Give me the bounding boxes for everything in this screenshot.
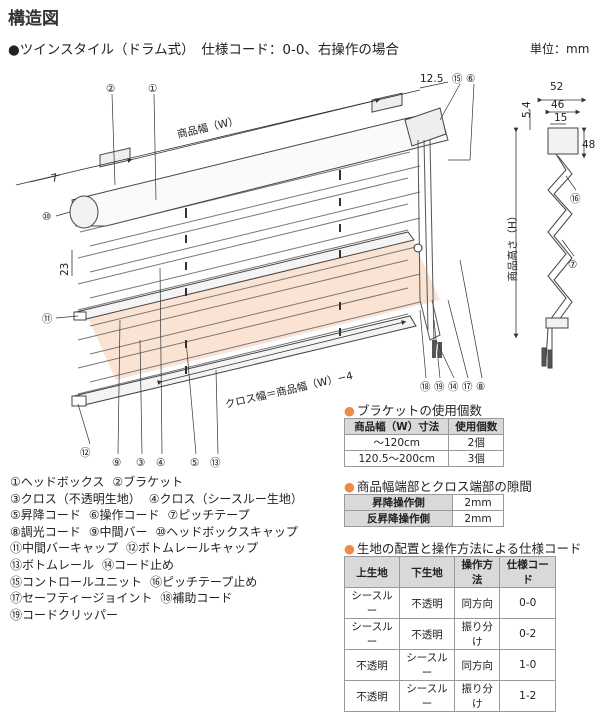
legend-item: ②ブラケット — [112, 475, 184, 489]
table-header: 下生地 — [399, 556, 455, 588]
legend-item: ⑯ピッチテープ止め — [150, 574, 258, 589]
side-section — [541, 127, 579, 369]
legend-item: ⑤昇降コード — [10, 508, 81, 523]
structure-diagram: 7 12.5 23 商品幅（W） クロス幅＝商品幅（W）−4 52 46 15 … — [15, 73, 595, 469]
table-header: 使用個数 — [448, 418, 504, 435]
dim-12-5: 12.5 — [420, 73, 443, 85]
callout-3: ③ — [136, 457, 145, 469]
legend-item: ⑬ボトムレール — [10, 557, 95, 572]
legend-item: ⑪中間バーキャップ — [10, 541, 119, 556]
callout-4: ④ — [156, 457, 165, 469]
callout-19: ⑲ — [434, 381, 445, 393]
legend-item: ⑭コード止め — [102, 557, 175, 572]
legend-item: ①ヘッドボックス — [10, 475, 105, 489]
dim-46: 46 — [551, 99, 565, 111]
callout-6: ⑥ — [466, 73, 475, 85]
callout-18: ⑱ — [420, 381, 431, 393]
dim-15: 15 — [554, 112, 567, 124]
gap-table-title: ●商品幅端部とクロス端部の隙間 — [344, 479, 532, 494]
callout-8: ⑧ — [476, 381, 485, 393]
legend-item: ⑫ボトムレールキャップ — [126, 541, 259, 556]
callout-2: ② — [106, 83, 115, 95]
legend-item: ⑦ピッチテープ — [167, 508, 250, 523]
callout-13: ⑬ — [210, 457, 221, 469]
product-height-label: 商品高さ（H） — [506, 211, 519, 282]
callout-14: ⑭ — [448, 381, 459, 393]
cross-width-label: クロス幅＝商品幅（W）−4 — [224, 369, 355, 411]
dim-23: 23 — [59, 263, 71, 276]
subtitle: ●ツインスタイル（ドラム式） 仕様コード：0-0、右操作の場合 — [8, 42, 399, 58]
legend-item: ⑮コントロールユニット — [10, 574, 143, 589]
legend-item: ④クロス（シースルー生地） — [148, 491, 303, 506]
product-width-label: 商品幅（W） — [176, 114, 240, 141]
page-title: 構造図 — [8, 9, 59, 29]
spec-table-title: ●生地の配置と操作方法による仕様コード — [344, 541, 582, 556]
callout-12: ⑫ — [80, 447, 91, 459]
callout-11: ⑪ — [42, 313, 53, 325]
callout-15: ⑮ — [452, 73, 463, 85]
dim-48: 48 — [582, 139, 595, 151]
bracket-table-title: ●ブラケットの使用個数 — [344, 403, 482, 418]
legend-item: ⑲コードクリッパー — [10, 607, 119, 622]
dim-7: 7 — [50, 172, 59, 185]
table-header: 仕様コード — [499, 556, 556, 588]
legend-item: ⑩ヘッドボックスキャップ — [155, 524, 298, 539]
callout-1: ① — [148, 83, 157, 95]
table-header: 操作方法 — [453, 556, 501, 588]
callout-10: ⑩ — [42, 211, 51, 223]
dim-5-4: 5.4 — [521, 101, 533, 118]
bullet-icon: ● — [344, 541, 355, 556]
callout-labels: ② ① ⑩ ⑪ ⑫ ⑨ ③ ④ ⑤ ⑬ ⑱ ⑲ ⑭ ⑰ ⑧ ⑮ ⑥ ⑯ ⑦ — [42, 73, 581, 469]
legend-item: ⑰セーフティージョイント — [10, 591, 153, 606]
callout-16: ⑯ — [570, 193, 581, 205]
legend-item: ③クロス（不透明生地） — [10, 491, 141, 506]
bullet-icon: ● — [344, 403, 355, 418]
table-header: 商品幅（W）寸法 — [343, 418, 450, 435]
legend-item: ⑱補助コード — [160, 591, 233, 606]
callout-17: ⑰ — [462, 381, 473, 393]
legend-item: ⑥操作コード — [88, 508, 160, 523]
callout-9: ⑨ — [112, 457, 121, 469]
legend-item: ⑧調光コード — [10, 524, 81, 539]
dim-52: 52 — [550, 81, 563, 93]
callout-5: ⑤ — [190, 457, 199, 469]
callout-7: ⑦ — [568, 259, 577, 271]
table-header: 上生地 — [344, 556, 400, 588]
bullet-icon: ● — [344, 479, 355, 494]
unit-label: 単位：mm — [530, 42, 590, 56]
legend-item: ⑨中間バー — [88, 524, 148, 539]
